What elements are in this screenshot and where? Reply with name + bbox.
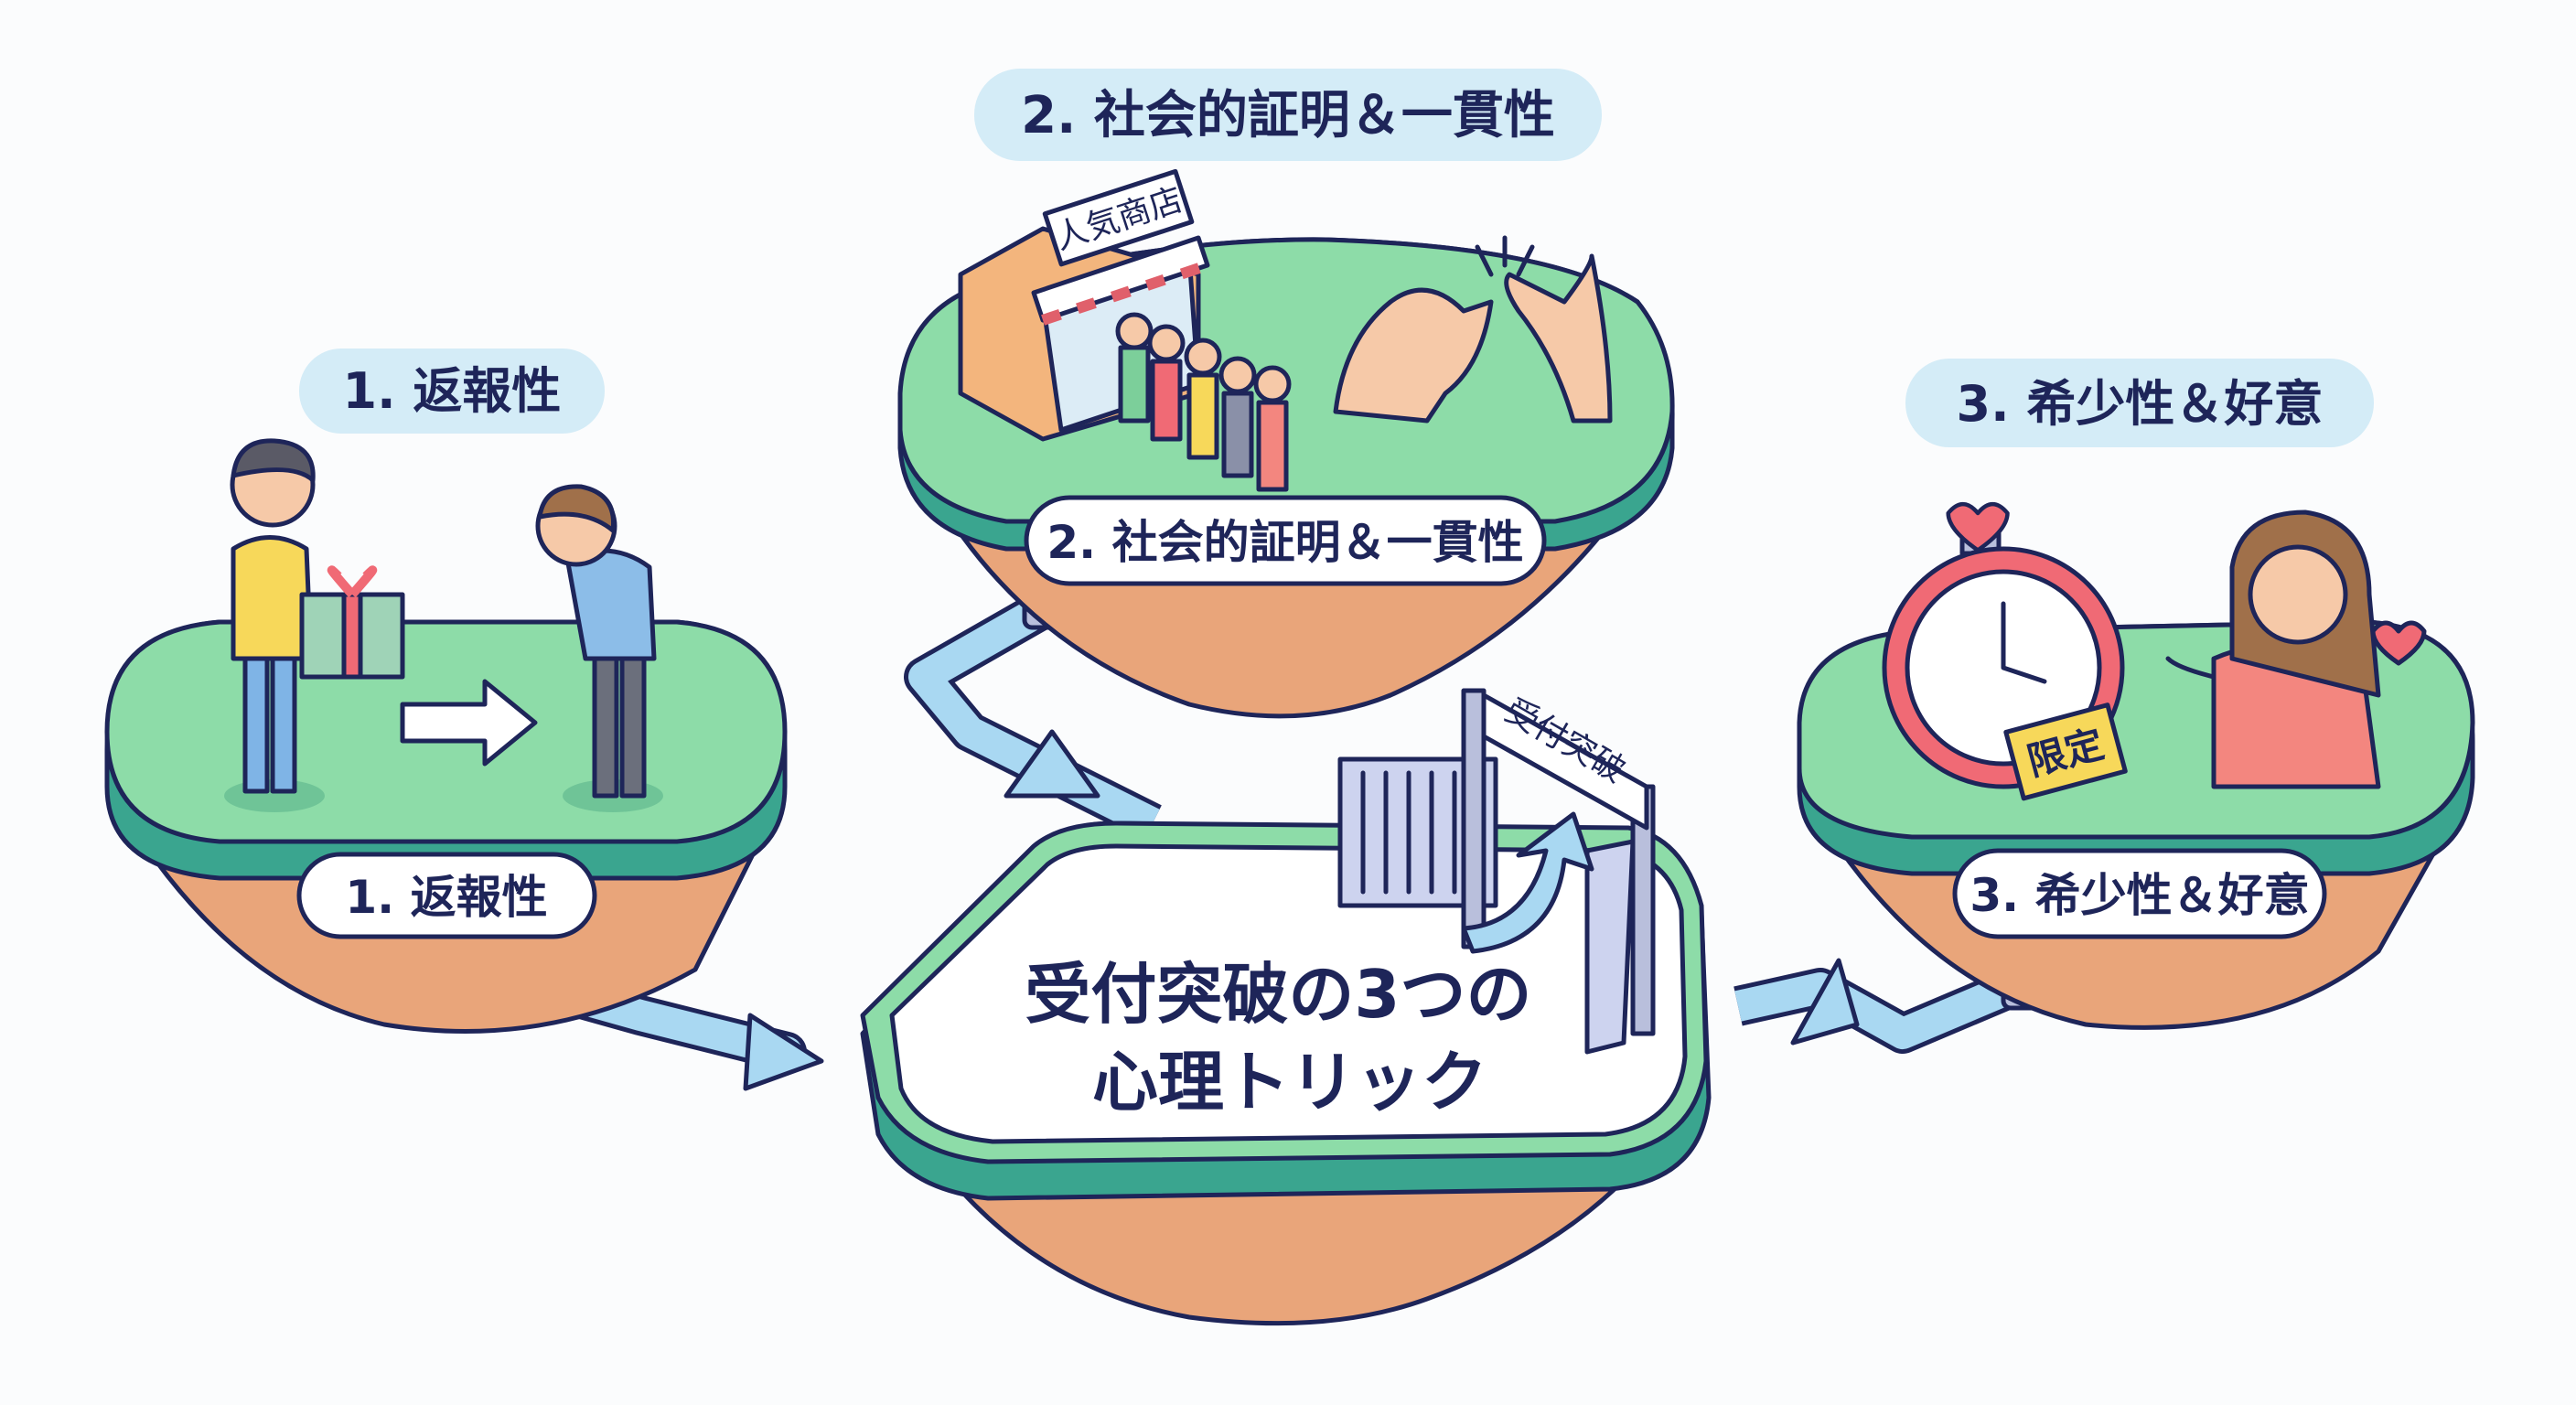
pinky-promise-hands xyxy=(1333,235,1613,424)
island-label-2: 2. 社会的証明＆一貫性 xyxy=(1024,495,1547,586)
island-social-proof: 人気商店 2. 社会的証明＆一貫性 xyxy=(897,168,1675,719)
island-center: 受付突破の3つの 心理トリック 受付突破 xyxy=(860,688,1712,1326)
arrow-right-icon xyxy=(400,679,538,767)
gift-box-icon xyxy=(299,565,405,680)
person-giving-gift xyxy=(224,438,325,812)
header-pill-2-text: 2. 社会的証明＆一貫性 xyxy=(1021,86,1555,145)
header-pill-1-text: 1. 返報性 xyxy=(343,362,562,420)
island-reciprocity: 1. 返報性 xyxy=(104,438,788,1034)
header-pill-2: 2. 社会的証明＆一貫性 xyxy=(974,69,1602,161)
gate-icon: 受付突破 xyxy=(1337,688,1656,1055)
island-scarcity-liking: 限定 3. 希少性＆好意 xyxy=(1797,501,2475,1030)
island-label-1-text: 1. 返報性 xyxy=(345,871,547,924)
main-title-line-1: 受付突破の3つの xyxy=(1025,956,1531,1033)
main-title: 受付突破の3つの 心理トリック xyxy=(1025,956,1554,1121)
person-bowing xyxy=(535,484,663,812)
island-label-2-text: 2. 社会的証明＆一貫性 xyxy=(1046,516,1523,569)
smiling-woman xyxy=(2165,509,2381,789)
island-label-3: 3. 希少性＆好意 xyxy=(1952,848,2327,939)
limited-badge: 限定 xyxy=(2003,702,2128,801)
people-queue xyxy=(1115,312,1292,492)
heart-icon xyxy=(1946,501,2010,552)
main-title-line-2: 心理トリック xyxy=(1092,1044,1487,1121)
heart-icon xyxy=(2370,620,2427,666)
header-pill-3-text: 3. 希少性＆好意 xyxy=(1957,375,2324,433)
island-label-1: 1. 返報性 xyxy=(296,852,597,939)
header-pill-1: 1. 返報性 xyxy=(299,349,605,434)
header-pill-3: 3. 希少性＆好意 xyxy=(1905,359,2374,447)
island-label-3-text: 3. 希少性＆好意 xyxy=(1970,869,2309,922)
curved-arrow-icon xyxy=(1461,811,1594,954)
